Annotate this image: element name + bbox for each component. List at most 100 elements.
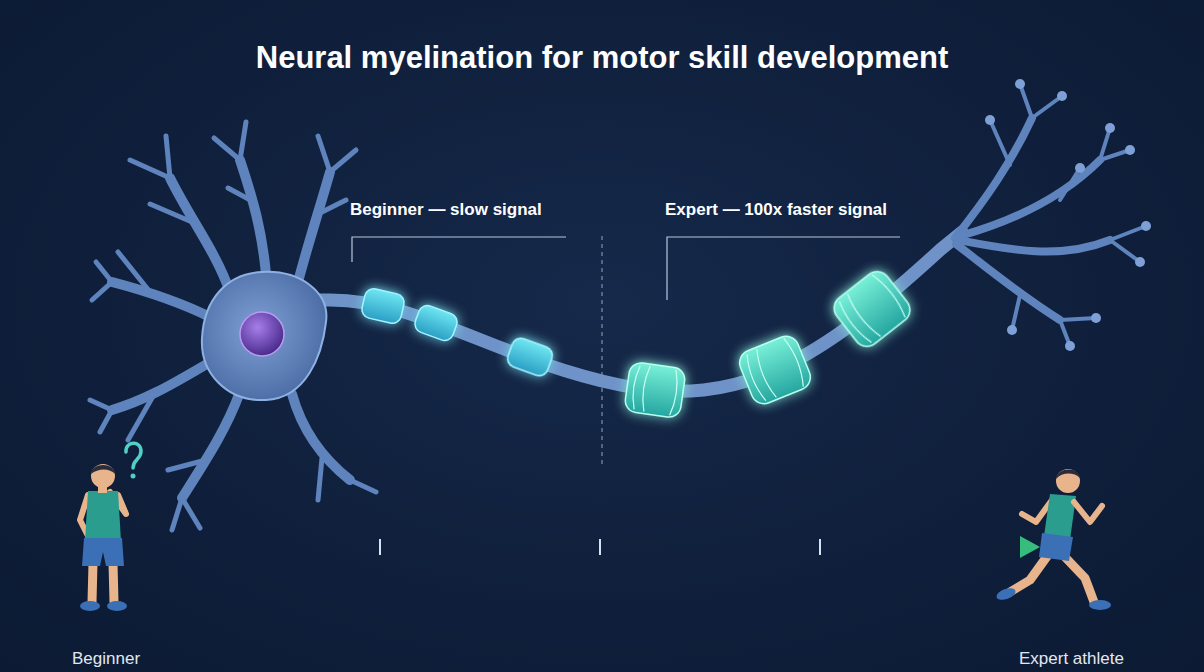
figure-label-wrap: Expert athlete — [1019, 649, 1124, 669]
myelin-expert-part-part — [829, 266, 915, 351]
runner-figure-part — [1056, 469, 1080, 493]
progress-arrow-part — [1020, 536, 1040, 558]
dendrites — [90, 122, 376, 530]
dendrites-part-part — [170, 178, 230, 292]
progress-arrow — [160, 536, 1040, 558]
axon-terminal-part-part — [1105, 123, 1115, 133]
runner-figure-part — [1056, 469, 1080, 479]
axon-terminal-part — [990, 84, 1146, 346]
stage-divider — [601, 236, 602, 466]
beginner-figure-part — [113, 563, 114, 602]
axon-terminal-part-part — [1091, 313, 1101, 323]
axon-terminal-part — [985, 79, 1151, 351]
dendrites-part-part — [182, 392, 240, 498]
myelin-expert-part-part — [836, 272, 909, 345]
cell-body — [202, 272, 326, 400]
axon-terminal-part-part — [1075, 163, 1085, 173]
myelin-expert-part-part — [631, 364, 680, 416]
axon-terminal-part-part — [958, 240, 1110, 252]
dendrites-part-part — [166, 136, 170, 178]
axon-terminal-part-part — [1015, 79, 1025, 89]
dendrites-part-part — [172, 498, 182, 530]
axon-terminal-part-part — [1032, 96, 1062, 118]
dendrites-part-part — [100, 410, 112, 432]
axon-terminal-part-part — [1020, 84, 1032, 118]
myelin-beginner-part — [360, 287, 406, 325]
dendrites-part-part — [182, 498, 200, 528]
figure-label-wrap: Beginner — [72, 649, 140, 669]
bracket-expert — [667, 237, 900, 300]
myelin-expert-part-part — [624, 361, 686, 418]
dendrites-part-part — [330, 150, 356, 172]
beginner-figure — [80, 443, 141, 611]
progress-arrow-part — [599, 539, 601, 555]
diagram-title: Neural myelination for motor skill devel… — [256, 40, 948, 76]
dendrites-part-part — [240, 122, 246, 160]
nucleus — [240, 312, 284, 356]
dendrites-part-part — [318, 200, 346, 214]
dendrites-part-part — [118, 252, 150, 292]
dendrites-part-part — [150, 204, 192, 222]
dendrites-part — [112, 160, 350, 498]
myelin-beginner-part — [412, 303, 459, 343]
axon-terminal-part-part — [960, 160, 1100, 236]
axon-terminal-part-part — [1065, 341, 1075, 351]
beginner-figure-part — [91, 465, 115, 474]
axon-terminal-part-part — [1057, 91, 1067, 101]
dendrites-part-part — [168, 460, 206, 470]
progress-arrow-part — [160, 545, 1022, 550]
axon-terminal-part-part — [990, 120, 1010, 165]
myelin-expert-part — [624, 361, 686, 418]
diagram-title-wrap: Neural myelination for motor skill devel… — [256, 40, 948, 76]
axon-terminal-part-part — [955, 118, 1032, 238]
runner-figure-part — [1039, 533, 1073, 561]
dendrites-part-part — [128, 398, 152, 440]
stage-label-wrap: Expert — 100x faster signal — [665, 200, 887, 220]
dendrites-part-part — [228, 188, 254, 202]
beginner-figure-part — [131, 474, 136, 479]
dendrites-part-part — [112, 282, 212, 318]
dendrites-part-part — [92, 282, 112, 300]
dendrites-part-part — [130, 160, 170, 178]
beginner-figure-part — [82, 538, 124, 566]
dendrites-part — [90, 122, 376, 530]
stage-label-wrap: Beginner — slow signal — [350, 200, 542, 220]
beginner-figure-part — [91, 464, 115, 488]
beginner-figure-part — [107, 601, 127, 611]
myelin-beginner-part — [505, 336, 555, 379]
axon-terminal-part-part — [1125, 145, 1135, 155]
progress-arrow-part — [819, 539, 821, 555]
runner-figure — [995, 469, 1111, 610]
axon-terminal-part-part — [1110, 240, 1140, 262]
myelin-expert-part-part — [743, 337, 807, 403]
beginner-figure-part — [80, 601, 100, 611]
axon-terminal — [955, 79, 1151, 351]
bracket-beginner — [352, 237, 566, 262]
axon-terminal-part-part — [1007, 325, 1017, 335]
figure-label: Beginner — [72, 649, 140, 669]
axon-terminal-part-part — [956, 244, 1060, 320]
runner-figure-part — [1089, 600, 1111, 610]
dendrites-part-part — [350, 480, 376, 492]
axon-terminal-part-part — [1060, 168, 1080, 200]
runner-figure-part — [1064, 556, 1094, 602]
dendrites-part-part — [90, 400, 112, 410]
beginner-figure-part — [85, 491, 121, 541]
myelin-expert-part — [736, 332, 814, 407]
axon-terminal-part — [955, 118, 1110, 320]
dendrites-part-part — [240, 160, 266, 274]
myelin-expert-part — [829, 266, 915, 351]
myelin-beginner — [360, 287, 555, 378]
axon-terminal-part-part — [985, 115, 995, 125]
beginner-figure-part — [92, 563, 93, 602]
runner-figure-part — [1010, 555, 1048, 592]
dendrites-part-part — [298, 172, 330, 282]
axon-terminal-part-part — [1141, 221, 1151, 231]
stage-label: Beginner — slow signal — [350, 200, 542, 220]
dendrites-part-part — [318, 458, 322, 500]
dendrites-part-part — [96, 262, 112, 282]
figure-label: Expert athlete — [1019, 649, 1124, 669]
runner-figure-part — [1044, 494, 1076, 540]
